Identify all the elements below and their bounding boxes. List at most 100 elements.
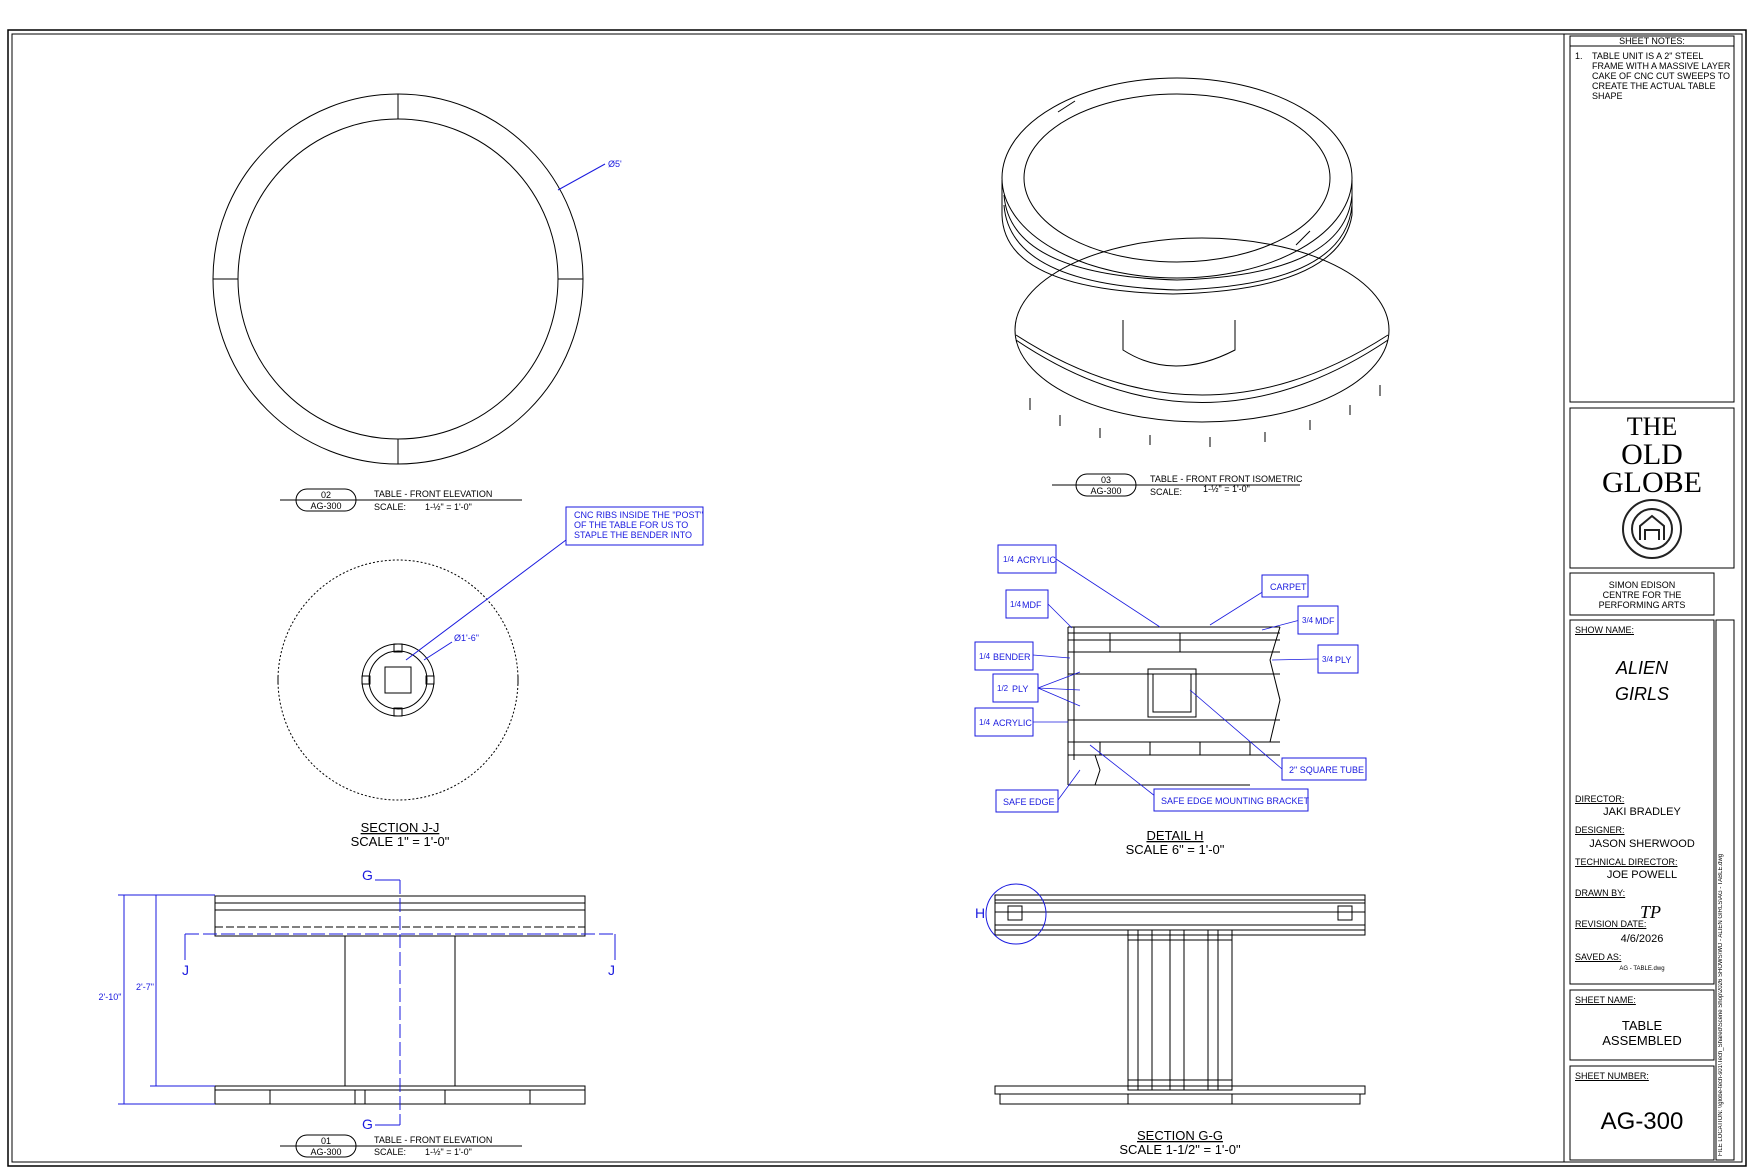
detail-h-scale: SCALE 6" = 1'-0" xyxy=(1126,842,1225,857)
revision-date: 4/6/2026 xyxy=(1620,933,1664,945)
callout-acrylic-left: ACRYLIC xyxy=(993,718,1032,728)
td-name: JOE POWELL xyxy=(1606,869,1678,881)
callout-mdf-right: MDF xyxy=(1315,616,1335,626)
detail-h-title: DETAIL H xyxy=(1146,828,1203,843)
dim-2-10: 2'-10" xyxy=(99,992,122,1002)
venue-line-2: CENTRE FOR THE xyxy=(1602,590,1682,600)
globe-icon xyxy=(1622,499,1682,559)
drawn-by-label: DRAWN BY: xyxy=(1575,888,1626,898)
callout-carpet: CARPET xyxy=(1270,582,1307,592)
show-name-line-1: ALIEN xyxy=(1615,658,1669,678)
callout-mounting-bracket: SAFE EDGE MOUNTING BRACKET xyxy=(1161,796,1310,806)
logo-the: THE xyxy=(1626,412,1678,441)
dim-2-7: 2'-7" xyxy=(136,982,154,992)
detail-h-callout-boxes xyxy=(974,544,1367,813)
callout-ply-right: PLY xyxy=(1335,655,1351,665)
section-gg-title: SECTION G-G xyxy=(1137,1128,1223,1143)
view-01-name: TABLE - FRONT ELEVATION xyxy=(374,1135,492,1145)
cnc-ribs-callout-1: CNC RIBS INSIDE THE "POST" xyxy=(574,510,703,520)
designer-name: JASON SHERWOOD xyxy=(1589,838,1695,850)
logo-old: OLD xyxy=(1621,438,1683,471)
frac-mdf-left: 1/4 xyxy=(1010,600,1022,609)
sheet-border-inner xyxy=(11,33,1743,1163)
view-02-sheet: AG-300 xyxy=(310,501,341,511)
view-03-name: TABLE - FRONT FRONT ISOMETRIC xyxy=(1150,474,1303,484)
cnc-ribs-callout-3: STAPLE THE BENDER INTO xyxy=(574,530,692,540)
td-label: TECHNICAL DIRECTOR: xyxy=(1575,857,1678,867)
view-01-scale: 1-½" = 1'-0" xyxy=(425,1147,472,1157)
section-mark-g-top: G xyxy=(362,867,373,883)
show-name-label: SHOW NAME: xyxy=(1575,625,1635,635)
frac-ply-right: 3/4 xyxy=(1322,655,1334,664)
section-jj xyxy=(277,539,567,801)
tb-sheetnum-box xyxy=(1569,1065,1715,1161)
sheet-notes-num: 1. xyxy=(1575,51,1583,61)
section-jj-scale: SCALE 1" = 1'-0" xyxy=(351,834,450,849)
sheet-number-label: SHEET NUMBER: xyxy=(1575,1071,1649,1081)
director-label: DIRECTOR: xyxy=(1575,794,1625,804)
frac-mdf-right: 3/4 xyxy=(1302,616,1314,625)
frac-bender: 1/4 xyxy=(979,652,991,661)
section-mark-g-bottom: G xyxy=(362,1116,373,1132)
designer-label: DESIGNER: xyxy=(1575,825,1625,835)
sheet-name-line-1: TABLE xyxy=(1621,1018,1663,1033)
section-jj-title: SECTION J-J xyxy=(361,820,440,835)
callout-ply-left: PLY xyxy=(1012,684,1028,694)
show-name-line-2: GIRLS xyxy=(1614,684,1670,704)
venue-line-1: SIMON EDISON xyxy=(1608,580,1676,590)
tb-sheetname-box xyxy=(1569,989,1715,1061)
sheet-name-line-2: ASSEMBLED xyxy=(1602,1033,1682,1048)
tb-venue-box xyxy=(1569,572,1715,616)
tb-show-box xyxy=(1569,619,1715,985)
saved-as-label: SAVED AS: xyxy=(1575,952,1622,962)
drawn-by-signature: TP xyxy=(1640,902,1661,922)
view-02-num: 02 xyxy=(321,490,331,500)
dim-diameter-5: Ø5' xyxy=(608,159,622,169)
callout-safe-edge: SAFE EDGE xyxy=(1003,797,1055,807)
callout-mdf-left: MDF xyxy=(1022,600,1042,610)
sheet-number-value: AG-300 xyxy=(1600,1108,1684,1135)
view-02-scale: 1-½" = 1'-0" xyxy=(425,502,472,512)
sheet-notes-text: TABLE UNIT IS A 2" STEEL FRAME WITH A MA… xyxy=(1592,51,1731,101)
dim-diameter-1-6: Ø1'-6" xyxy=(454,633,479,643)
callout-square-tube: 2" SQUARE TUBE xyxy=(1289,765,1364,775)
view-01-num: 01 xyxy=(321,1136,331,1146)
view-03-title xyxy=(1052,473,1300,497)
view-03-num: 03 xyxy=(1101,475,1111,485)
view-03-sheet: AG-300 xyxy=(1090,486,1121,496)
section-gg xyxy=(985,883,1366,1105)
view-01-scale-label: SCALE: xyxy=(374,1147,406,1157)
callout-acrylic-top: ACRYLIC xyxy=(1017,555,1056,565)
detail-mark-h: H xyxy=(975,905,985,921)
venue-line-3: PERFORMING ARTS xyxy=(1598,600,1686,610)
view-02-plan xyxy=(212,93,606,465)
view-01-title xyxy=(280,1134,522,1158)
view-01-elevation xyxy=(118,879,616,1126)
view-02-scale-label: SCALE: xyxy=(374,502,406,512)
view-02-name: TABLE - FRONT ELEVATION xyxy=(374,489,492,499)
view-03-scale-label: SCALE: xyxy=(1150,487,1182,497)
sheet-notes-title: SHEET NOTES: xyxy=(1619,36,1685,46)
tb-logo-box xyxy=(1569,407,1735,569)
view-02-title xyxy=(280,488,522,512)
sheet-name-label: SHEET NAME: xyxy=(1575,995,1636,1005)
tb-notes-box xyxy=(1569,35,1735,403)
view-03-scale: 1-½" = 1'-0" xyxy=(1203,484,1250,494)
section-mark-j-right: J xyxy=(608,962,615,978)
section-gg-scale: SCALE 1-1/2" = 1'-0" xyxy=(1119,1142,1241,1157)
cnc-ribs-callout-2: OF THE TABLE FOR US TO xyxy=(574,520,688,530)
view-03-isometric xyxy=(1001,77,1390,447)
revision-date-label: REVISION DATE: xyxy=(1575,919,1647,929)
frac-acrylic-top: 1/4 xyxy=(1003,555,1015,564)
detail-h xyxy=(1067,626,1281,786)
sheet-border-outer xyxy=(7,29,1747,1167)
callout-bender: BENDER xyxy=(993,652,1031,662)
frac-ply-left: 1/2 xyxy=(997,684,1009,693)
saved-as-value: AG - TABLE.dwg xyxy=(1619,966,1665,972)
view-01-sheet: AG-300 xyxy=(310,1147,341,1157)
frac-acrylic-left: 1/4 xyxy=(979,718,991,727)
section-mark-j-left: J xyxy=(182,962,189,978)
director-name: JAKI BRADLEY xyxy=(1603,806,1681,818)
logo-globe: GLOBE xyxy=(1602,466,1702,499)
